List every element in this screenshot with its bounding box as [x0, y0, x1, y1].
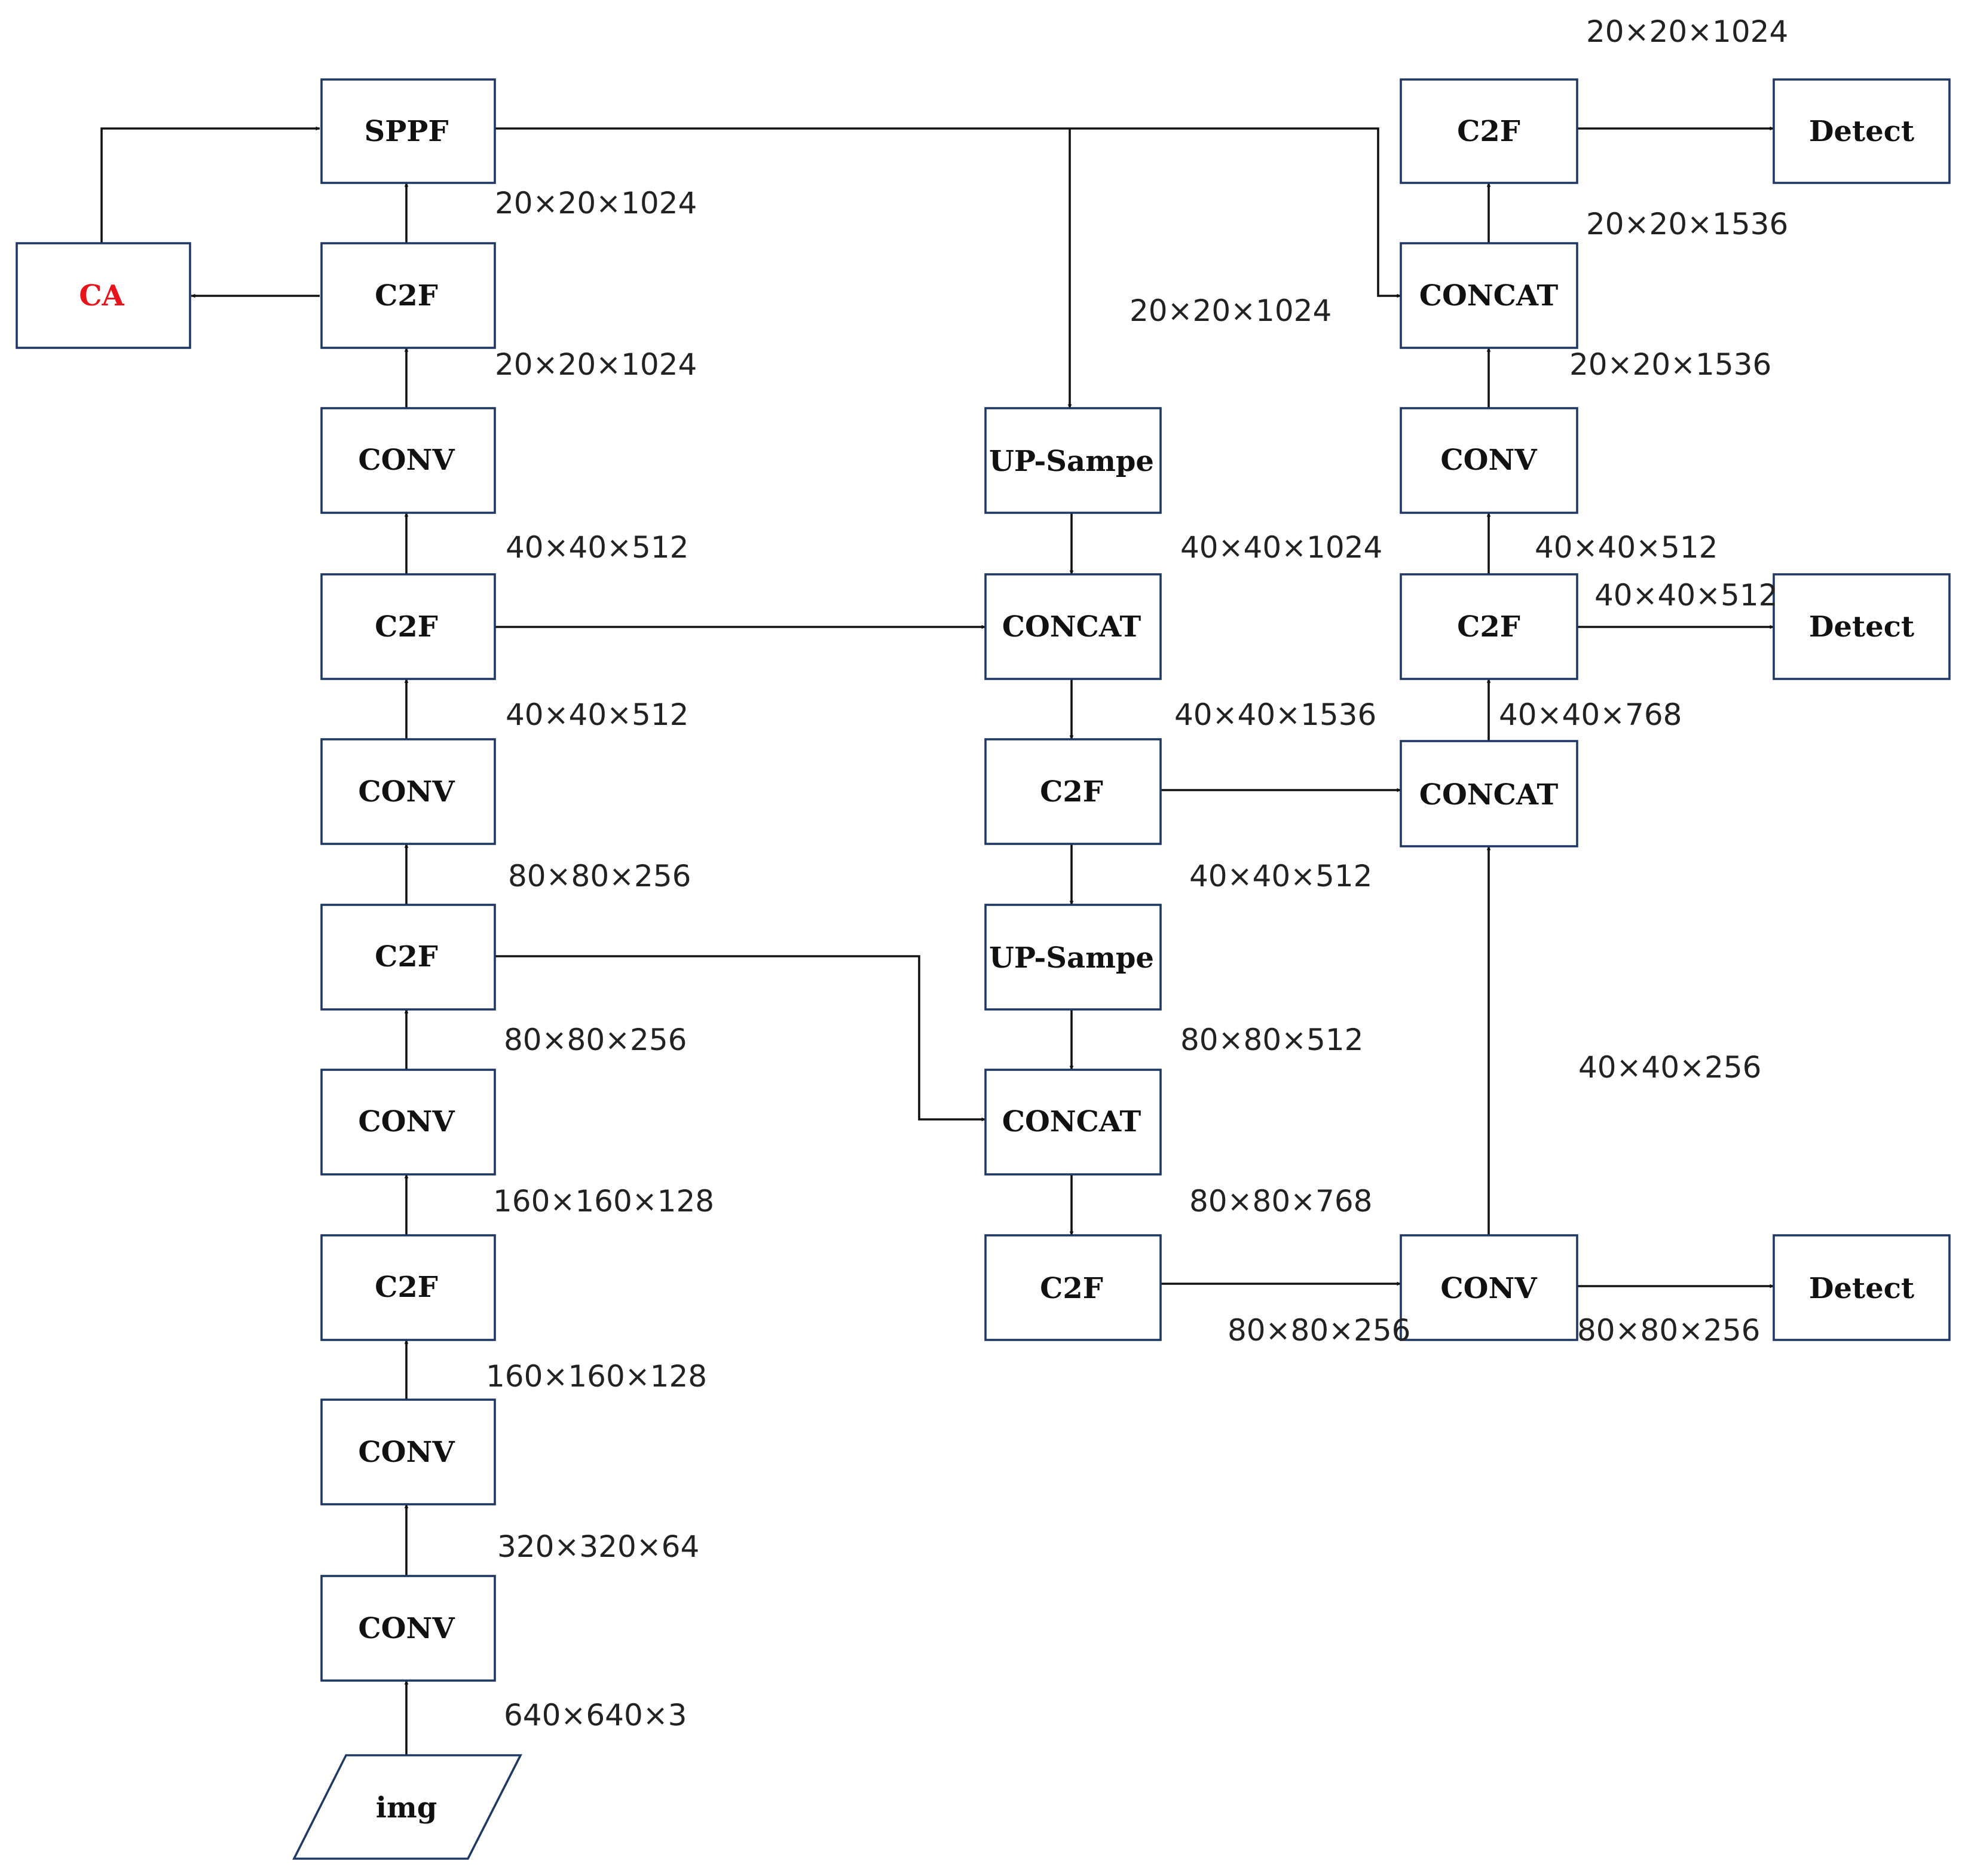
node-right-conv-bottom: CONV	[1400, 1234, 1578, 1341]
shape-label: 40×40×512	[1535, 530, 1718, 565]
node-img-label: img	[376, 1791, 437, 1825]
shape-label: 80×80×768	[1189, 1184, 1372, 1219]
node-up-sample-2-label: UP-Sampe	[989, 941, 1154, 975]
nodes: SPPF CA C2F CONV C2F CONV C2F CONV	[16, 78, 1951, 1860]
node-backbone-c2f-5-label: C2F	[375, 279, 438, 313]
shape-label: 40×40×512	[1594, 578, 1777, 613]
node-detect-1: Detect	[1773, 78, 1951, 184]
node-right-conv-top-label: CONV	[1440, 443, 1537, 477]
node-up-sample-1-label: UP-Sampe	[989, 445, 1154, 478]
node-backbone-conv-4: CONV	[320, 738, 496, 845]
node-right-concat-mid: CONCAT	[1400, 740, 1578, 847]
node-right-conv-bottom-label: CONV	[1440, 1272, 1537, 1305]
node-backbone-c2f-5: C2F	[320, 242, 496, 349]
shape-label: 80×80×512	[1180, 1023, 1363, 1057]
shape-labels: 20×20×1024 20×20×1024 40×40×512 40×40×51…	[486, 14, 1788, 1733]
node-mid-c2f-1: C2F	[984, 738, 1162, 845]
shape-label: 20×20×1024	[1586, 14, 1788, 49]
shape-label: 40×40×768	[1499, 697, 1682, 732]
node-detect-1-label: Detect	[1809, 115, 1914, 148]
node-ca: CA	[16, 242, 191, 349]
node-up-sample-2: UP-Sampe	[984, 904, 1162, 1011]
node-backbone-conv-1-label: CONV	[358, 1612, 455, 1645]
shape-label: 20×20×1536	[1569, 347, 1771, 382]
node-mid-c2f-1-label: C2F	[1040, 775, 1103, 809]
node-backbone-conv-5-label: CONV	[358, 443, 455, 477]
node-detect-2: Detect	[1773, 573, 1951, 680]
node-img: img	[292, 1754, 522, 1860]
node-right-conv-top: CONV	[1400, 407, 1578, 514]
node-right-concat-top-label: CONCAT	[1419, 279, 1559, 313]
node-detect-3-label: Detect	[1809, 1272, 1914, 1305]
shape-label: 160×160×128	[493, 1184, 714, 1219]
shape-label: 20×20×1024	[495, 186, 697, 221]
shape-label: 20×20×1536	[1586, 207, 1788, 241]
edge-ca-to-sppf	[100, 126, 320, 243]
shape-label: 20×20×1024	[495, 347, 697, 382]
node-ca-label: CA	[79, 279, 124, 313]
shape-label: 80×80×256	[504, 1023, 687, 1057]
shape-label: 640×640×3	[504, 1698, 687, 1733]
node-right-c2f-mid-label: C2F	[1457, 610, 1520, 644]
shape-label: 160×160×128	[486, 1359, 707, 1394]
edge-c2f3-to-concat2	[495, 955, 986, 1122]
edge-sppf-to-r-concat-top	[495, 127, 1401, 298]
node-detect-2-label: Detect	[1809, 610, 1914, 644]
node-concat-2-label: CONCAT	[1002, 1105, 1141, 1139]
shape-label: 40×40×512	[1189, 859, 1372, 893]
node-backbone-c2f-4-label: C2F	[375, 610, 438, 644]
shape-label: 40×40×1536	[1174, 697, 1376, 732]
node-sppf-label: SPPF	[365, 115, 449, 148]
shape-label: 320×320×64	[497, 1529, 699, 1564]
node-backbone-conv-5: CONV	[320, 407, 496, 514]
node-backbone-conv-3-label: CONV	[358, 1105, 455, 1139]
shape-label: 20×20×1024	[1130, 293, 1332, 328]
shape-label: 40×40×512	[506, 697, 688, 732]
node-concat-2: CONCAT	[984, 1069, 1162, 1176]
shape-label: 40×40×256	[1578, 1050, 1761, 1085]
node-right-c2f-top: C2F	[1400, 78, 1578, 184]
node-backbone-c2f-3: C2F	[320, 904, 496, 1011]
node-backbone-c2f-4: C2F	[320, 573, 496, 680]
node-concat-1-label: CONCAT	[1002, 610, 1141, 644]
node-backbone-c2f-3-label: C2F	[375, 940, 438, 974]
node-backbone-c2f-2-label: C2F	[375, 1271, 438, 1304]
node-right-concat-mid-label: CONCAT	[1419, 778, 1559, 812]
node-backbone-conv-1: CONV	[320, 1575, 496, 1682]
node-right-c2f-top-label: C2F	[1457, 115, 1520, 148]
node-mid-c2f-2: C2F	[984, 1234, 1162, 1341]
shape-label: 40×40×512	[506, 530, 688, 565]
shape-label: 80×80×256	[508, 859, 691, 893]
node-backbone-c2f-2: C2F	[320, 1234, 496, 1341]
node-backbone-conv-4-label: CONV	[358, 775, 455, 809]
node-mid-c2f-2-label: C2F	[1040, 1272, 1103, 1305]
node-concat-1: CONCAT	[984, 573, 1162, 680]
node-backbone-conv-2: CONV	[320, 1398, 496, 1505]
shape-label: 40×40×1024	[1180, 530, 1382, 565]
shape-label: 80×80×256	[1577, 1313, 1760, 1348]
shape-label: 80×80×256	[1228, 1313, 1410, 1348]
node-sppf: SPPF	[320, 78, 496, 184]
node-backbone-conv-3: CONV	[320, 1069, 496, 1176]
node-right-concat-top: CONCAT	[1400, 242, 1578, 349]
node-detect-3: Detect	[1773, 1234, 1951, 1341]
node-backbone-conv-2-label: CONV	[358, 1436, 455, 1469]
node-right-c2f-mid: C2F	[1400, 573, 1578, 680]
node-up-sample-1: UP-Sampe	[984, 407, 1162, 514]
edges	[100, 126, 1774, 1755]
